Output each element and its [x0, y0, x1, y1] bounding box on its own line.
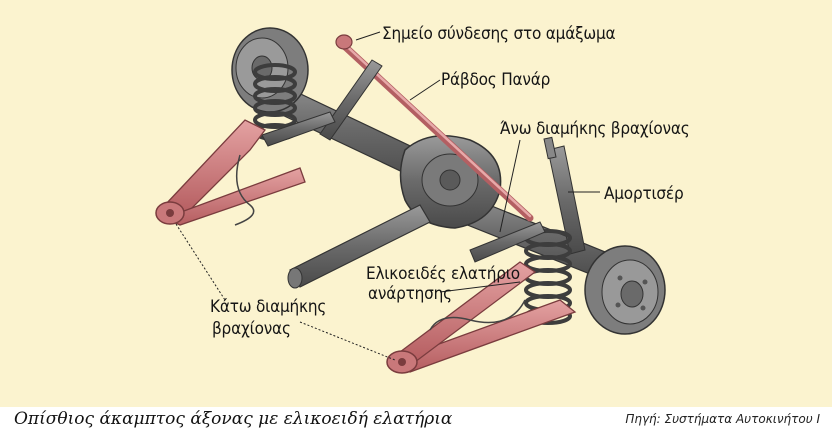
label-coil-spring-line2: ανάρτησης [368, 284, 452, 304]
left-shock-absorber [319, 59, 383, 141]
left-coil-spring [253, 63, 297, 141]
label-upper-trailing-arm: Άνω διαμήκης βραχίονας [500, 119, 690, 139]
label-panhard-rod: Ράβδος Πανάρ [441, 70, 551, 90]
label-coil-spring-line1: Ελικοειδές ελατήριο [366, 264, 520, 284]
upper-trailing-arms [261, 111, 546, 263]
label-shock-absorber: Αμορτισέρ [604, 184, 684, 204]
drive-shaft [287, 204, 431, 289]
label-lower-trailing-arm-line1: Κάτω διαμήκης [210, 297, 327, 317]
right-lower-trailing-arm [386, 261, 577, 374]
left-lower-trailing-arm [155, 119, 306, 226]
leader-lines [175, 31, 600, 361]
label-lower-trailing-arm-line2: βραχίονας [212, 319, 291, 339]
label-body-mount-point: Σημείο σύνδεσης στο αμάξωμα [382, 24, 616, 44]
source-credit: Πηγή: Συστήματα Αυτοκινήτου Ι [625, 412, 820, 426]
brake-lines [234, 154, 526, 331]
right-shock-absorber [543, 136, 586, 255]
right-brake-drum [584, 245, 666, 335]
differential-housing [399, 135, 502, 229]
figure-caption: Οπίσθιος άκαμπτος άξονας με ελικοειδή ελ… [14, 409, 453, 429]
caption-bar [0, 407, 832, 438]
